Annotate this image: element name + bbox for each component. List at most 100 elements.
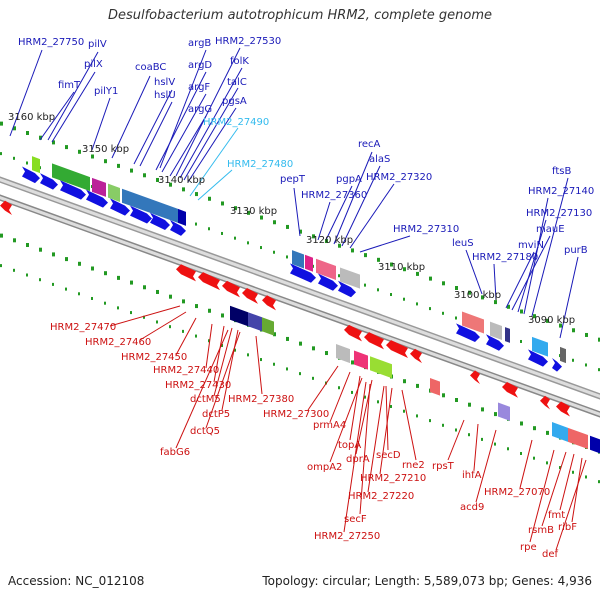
tick-mark [221,231,223,235]
tick-mark [91,154,94,159]
tick-mark [520,339,522,343]
accession-label: Accession: NC_012108 [8,574,145,588]
tick-mark [208,339,210,343]
gene-label: HRM2_27750 [18,37,84,48]
tick-mark [286,224,289,229]
gene-label: hslV [154,77,175,88]
tick-mark [169,182,172,187]
leader-line [179,67,243,179]
gene-block [498,402,510,421]
leader-line [155,71,207,171]
tick-mark [507,447,509,451]
leader-line [187,107,237,183]
gene-block [430,377,440,396]
tick-mark [572,470,574,474]
gene-arrow [40,173,58,190]
gene-label: HRM2_27140 [528,186,594,197]
leader-line [401,389,417,461]
tick-mark [156,289,159,294]
scale-label: 3150 kbp [82,144,129,155]
gene-block [532,336,548,357]
tick-mark [65,287,67,291]
gene-block [262,317,274,336]
gene-arrow [552,358,562,372]
leader-line [213,325,225,383]
gene-label: coaBC [135,62,166,73]
gene-label: HRM2_27130 [526,208,592,219]
leader-line [109,305,181,327]
tick-mark [351,360,354,365]
gene-label: pgpA [336,174,362,185]
leader-line [91,97,111,151]
tick-mark [247,241,249,245]
gene-label: HRM2_27430 [165,380,231,391]
gene-label: recA [358,139,381,150]
gene-label: argG [188,104,212,115]
gene-label: ihfA [462,470,482,481]
gene-arrow [262,295,276,311]
leader-line [367,385,385,493]
leader-line [329,377,363,463]
tick-mark [52,252,55,257]
gene-label: folK [230,56,249,67]
gene-label: rsmB [528,525,554,536]
leader-line [559,453,575,511]
gene-block [568,427,588,450]
tick-mark [507,304,510,309]
leader-line [475,429,497,503]
tick-mark [390,262,393,267]
tick-mark [13,126,16,131]
tick-mark [52,282,54,286]
gene-label: fabG6 [160,447,190,458]
tick-mark [182,187,185,192]
tick-mark [494,412,497,417]
gene-block [305,254,313,272]
tick-mark [26,131,29,136]
tick-mark [377,288,379,292]
tick-mark [533,314,536,319]
tick-mark [364,395,366,399]
gene-block [92,177,106,197]
leader-line [189,127,239,197]
tick-mark [26,243,29,248]
gene-arrow [290,263,316,283]
gene-arrow [86,189,108,208]
tick-mark [520,309,523,314]
gene-arrow [364,332,384,350]
gene-arrow [456,323,480,343]
tick-mark [377,400,379,404]
leader-line [559,256,579,339]
leader-line [213,327,233,397]
gene-arrow [22,166,40,184]
backbone [0,176,600,418]
gene-arrow [386,340,408,359]
gene-block [178,208,186,226]
gene-label: HRM2_27320 [366,172,432,183]
tick-mark [468,290,471,295]
tick-mark [325,351,328,356]
tick-mark [598,337,600,342]
tick-mark [572,328,575,333]
gene-label: dprA [346,454,370,465]
tick-mark [104,159,107,164]
tick-mark [455,316,457,320]
tick-mark [234,236,236,240]
tick-mark [286,336,289,341]
tick-mark [13,268,15,272]
tick-mark [169,294,172,299]
backbone-inner-light [0,196,600,416]
tick-mark [312,376,314,380]
tick-mark [390,405,392,409]
leader-line [197,169,233,201]
gene-label: def [542,549,559,560]
leader-line [307,365,339,411]
leader-line [133,89,173,165]
leader-line [511,235,551,311]
gene-label: HRM2_27480 [227,159,293,170]
leader-line [531,177,569,317]
gene-block [505,327,510,343]
tick-mark [559,323,562,328]
gene-label: rne2 [402,460,425,471]
tick-mark [117,306,119,310]
